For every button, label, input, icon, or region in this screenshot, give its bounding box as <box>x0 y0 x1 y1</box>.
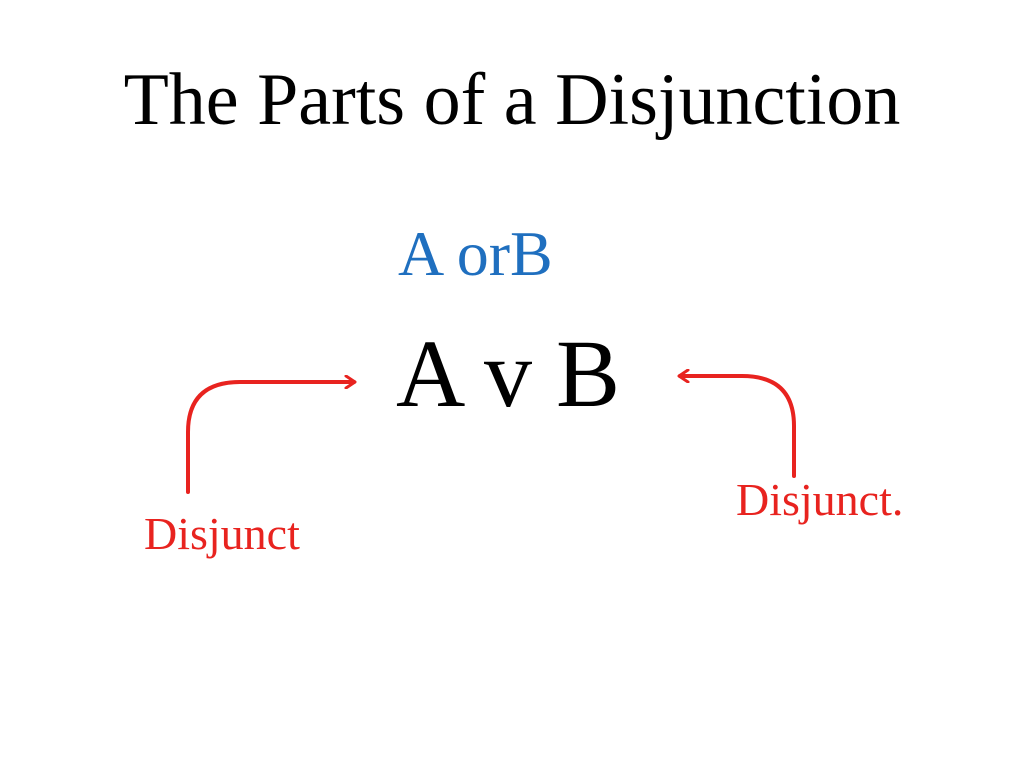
left-arrow <box>186 382 354 494</box>
disjunction-formula: A v B <box>396 320 621 427</box>
english-form: A orB <box>398 218 553 289</box>
slide-title: The Parts of a Disjunction <box>123 59 901 141</box>
left-disjunct-label: Disjunct <box>144 508 300 559</box>
right-arrow <box>680 376 796 478</box>
right-disjunct-label: Disjunct. <box>736 474 904 525</box>
